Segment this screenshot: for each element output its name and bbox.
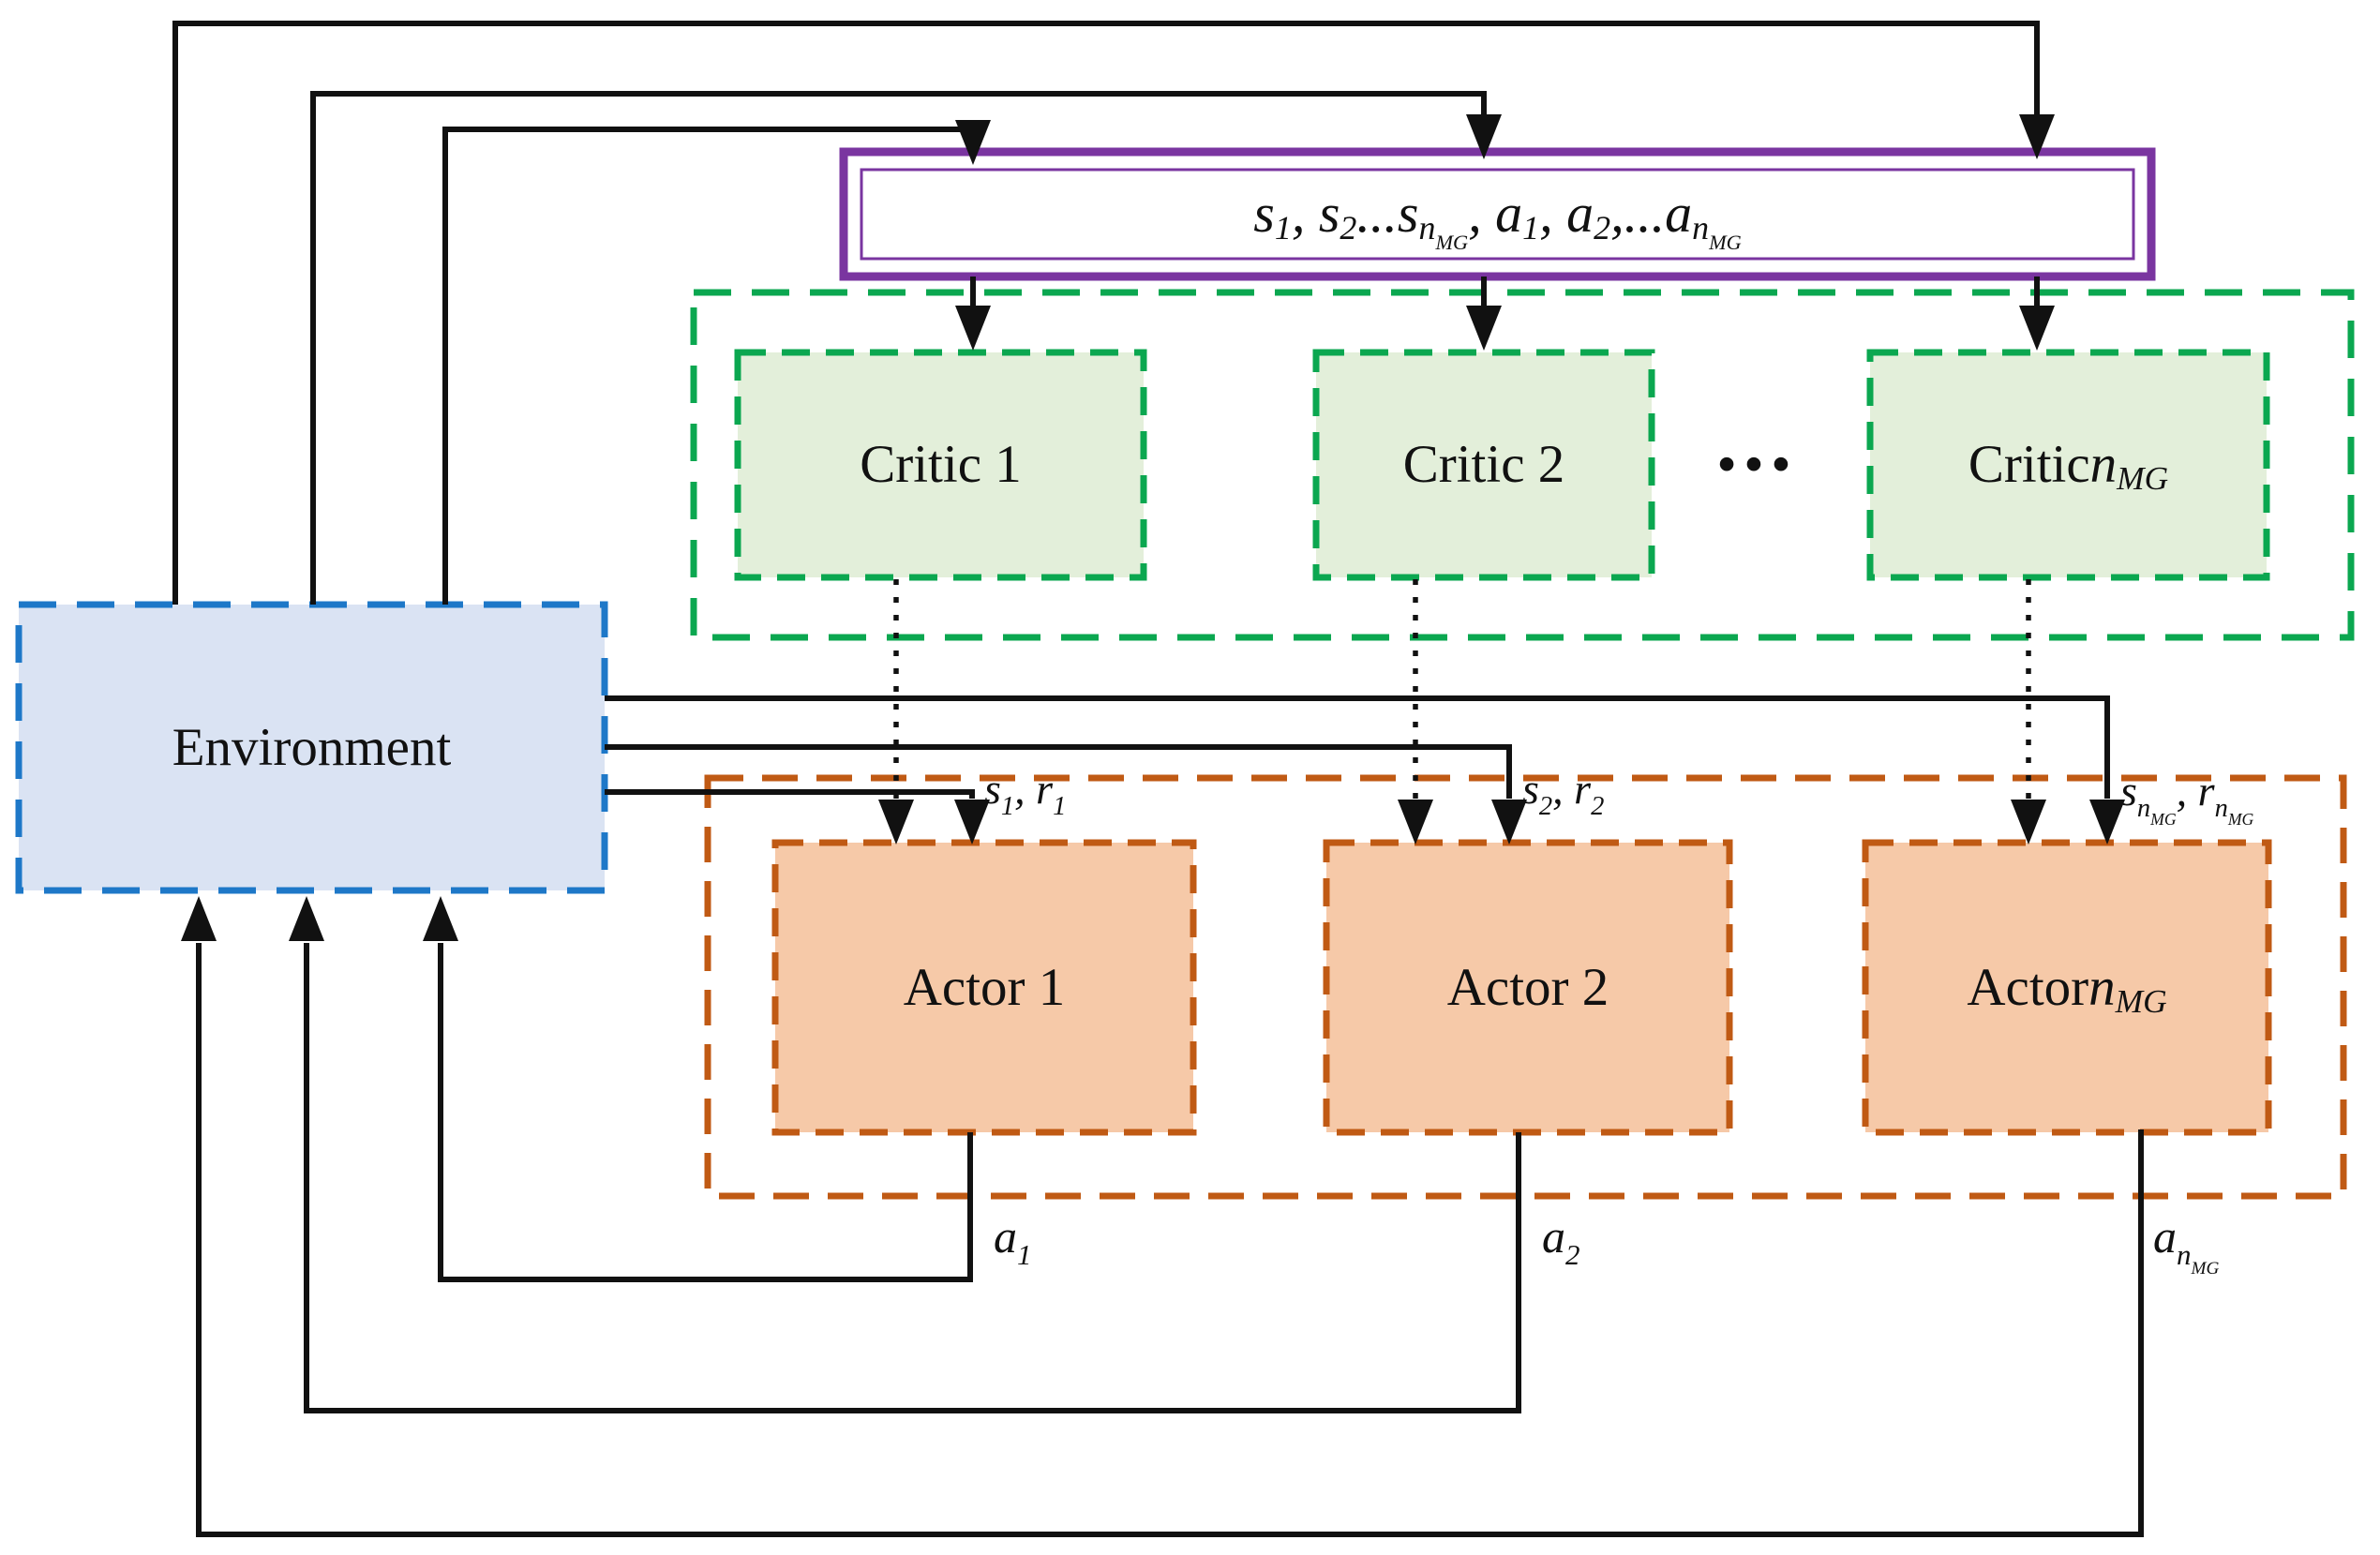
arrowhead-actor-n-feed xyxy=(2089,800,2125,845)
environment-label: Environment xyxy=(172,717,452,777)
arrowhead-actor-n-dotted xyxy=(2011,800,2046,845)
actor2-label: Actor 2 xyxy=(1446,957,1609,1017)
critic-n-box xyxy=(1866,349,2270,581)
joint-buffer-box xyxy=(839,147,2156,281)
arrowhead-actor2-dotted xyxy=(1398,800,1433,845)
arrowhead-env-a2 xyxy=(289,896,324,941)
arrowhead-env-an xyxy=(181,896,217,941)
actor2-box xyxy=(1323,839,1733,1136)
joint-buffer-inner-border xyxy=(860,168,2135,261)
actor1-label: Actor 1 xyxy=(903,957,1066,1017)
env-to-actor1-line xyxy=(605,789,975,799)
a2-label: a2 xyxy=(1542,1210,1580,1272)
env-to-actor2-line xyxy=(605,744,1512,799)
actor-n-box xyxy=(1862,839,2272,1136)
arrowhead-critic1 xyxy=(955,306,991,351)
critic1-label: Critic 1 xyxy=(860,435,1022,495)
env-to-buffer-line-3 xyxy=(172,21,2040,605)
a1-label: a1 xyxy=(994,1210,1032,1272)
arrowhead-actor1-feed xyxy=(954,800,990,845)
critic2-box xyxy=(1312,349,1655,581)
arrowhead-buffer-2 xyxy=(1466,114,1502,159)
arrowhead-critic2 xyxy=(1466,306,1502,351)
critic1-box xyxy=(734,349,1147,581)
critic-group-container xyxy=(690,289,2355,641)
actor1-box xyxy=(771,839,1197,1136)
an-label: anMG xyxy=(2153,1210,2220,1278)
critic2-label: Critic 2 xyxy=(1402,435,1565,495)
env-to-buffer-line-2 xyxy=(310,91,1487,605)
arrowhead-env-a1 xyxy=(423,896,458,941)
actor-group-container xyxy=(704,774,2347,1200)
environment-box xyxy=(15,601,608,894)
arrowhead-buffer-3 xyxy=(2019,114,2055,159)
arrowhead-actor1-dotted xyxy=(878,800,914,845)
actor-n-to-env-line xyxy=(196,943,2144,1537)
sn-rn-label: snMG, rnMG xyxy=(2120,767,2254,829)
actor2-to-env-line xyxy=(304,943,1521,1413)
arrowhead-actor2-feed xyxy=(1491,800,1527,845)
s2-r2-label: s2, r2 xyxy=(1522,765,1605,821)
ellipsis-label: ••• xyxy=(1717,435,1800,492)
actor1-to-env-line xyxy=(438,943,973,1282)
s1-r1-label: s1, r1 xyxy=(984,765,1067,821)
env-to-actor-n-line xyxy=(605,695,2110,799)
arrowhead-critic-n xyxy=(2019,306,2055,351)
arrowhead-buffer-1 xyxy=(955,120,991,165)
